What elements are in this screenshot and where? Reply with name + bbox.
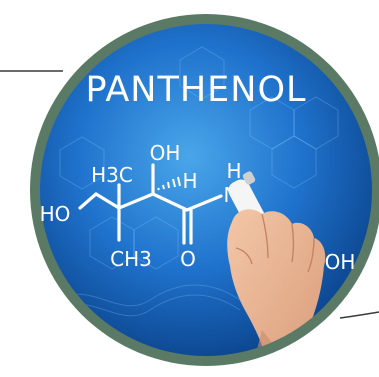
hand-shape [227,209,326,356]
label-ch3: CH3 [110,247,152,271]
hashed-wedge [157,176,181,191]
label-h-wedge: H [182,169,197,193]
formula-labels: OH H3C H H N HO CH3 O OH [40,141,356,274]
label-oh-right: OH [325,250,356,274]
label-h3c: H3C [91,163,133,187]
label-oh-top: OH [150,141,181,165]
label-h-amine: H [226,159,241,183]
finger-creases [235,213,315,273]
label-o: O [180,247,196,271]
label-ho-left: HO [40,202,71,226]
title-text: PANTHENOL [85,70,306,110]
